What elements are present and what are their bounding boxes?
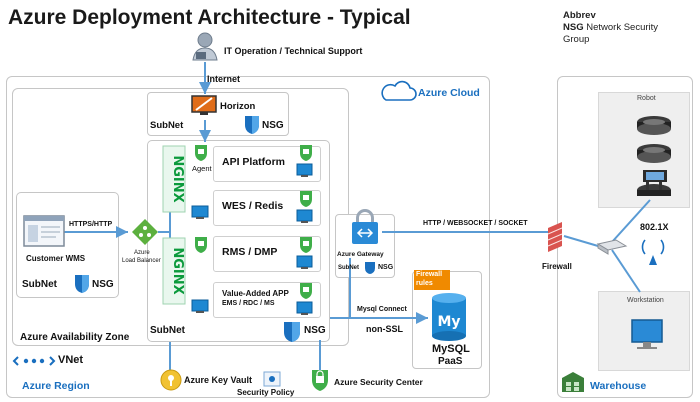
security-policy-label: Security Policy bbox=[237, 388, 295, 397]
router-icon bbox=[596, 239, 628, 255]
nginx-logo-icon: NGINX bbox=[162, 237, 186, 305]
non-ssl-label: non-SSL bbox=[366, 324, 403, 334]
https-label: HTTPS/HTTP bbox=[69, 221, 113, 228]
rms-dmp-label: RMS / DMP bbox=[222, 246, 278, 258]
horizon-label: Horizon bbox=[220, 101, 256, 112]
vm-icon bbox=[296, 163, 313, 177]
key-vault-icon bbox=[160, 369, 182, 391]
wifi-label: 802.1X bbox=[640, 222, 669, 232]
nsg-shield-icon bbox=[365, 262, 375, 274]
gateway-subnet-label: SubNet bbox=[338, 265, 359, 271]
firewall-icon bbox=[547, 222, 563, 252]
agent-label: Agent bbox=[192, 164, 212, 173]
abbrev-value-2: Group bbox=[563, 34, 590, 45]
app-nsg-label: NSG bbox=[304, 325, 326, 336]
customer-wms-label: Customer WMS bbox=[26, 254, 86, 263]
page-title: Azure Deployment Architecture - Typical bbox=[8, 6, 411, 29]
horizon-icon bbox=[191, 95, 217, 115]
wes-redis-label: WES / Redis bbox=[222, 200, 284, 212]
robot-icon bbox=[637, 170, 671, 196]
abbrev-heading: Abbrev bbox=[563, 10, 596, 21]
firewall-rules-label-1: Firewall bbox=[416, 271, 443, 278]
nsg-shield-icon bbox=[284, 322, 300, 342]
protocol-label: HTTP / WEBSOCKET / SOCKET bbox=[423, 220, 528, 227]
svg-text:NGINX: NGINX bbox=[170, 247, 185, 294]
robot-icon bbox=[637, 144, 671, 163]
app-subnet-label: SubNet bbox=[150, 325, 185, 336]
robot-label: Robot bbox=[637, 95, 656, 102]
vm-icon bbox=[296, 301, 313, 315]
customer-wms-icon bbox=[23, 215, 65, 247]
horizon-nsg-label: NSG bbox=[262, 120, 284, 131]
value-added-app-sub: EMS / RDC / MS bbox=[222, 300, 275, 307]
nginx-logo-icon: NGINX bbox=[162, 145, 186, 213]
robot-icon bbox=[637, 116, 671, 135]
security-center-icon bbox=[312, 370, 328, 391]
availability-zone-label: Azure Availability Zone bbox=[20, 332, 130, 343]
load-balancer-icon bbox=[132, 219, 158, 245]
key-vault-label: Azure Key Vault bbox=[184, 375, 253, 385]
vm-icon bbox=[191, 299, 209, 313]
value-added-app-label: Value-Added APP bbox=[222, 289, 289, 298]
warehouse-label: Warehouse bbox=[590, 380, 647, 392]
vnet-icon bbox=[12, 356, 56, 366]
abbrev-key: NSG bbox=[563, 22, 584, 33]
api-platform-label: API Platform bbox=[222, 156, 286, 168]
cloud-icon bbox=[381, 80, 417, 101]
gateway-icon bbox=[352, 209, 378, 244]
workstation-label: Workstation bbox=[627, 297, 664, 304]
firewall-label: Firewall bbox=[542, 262, 572, 271]
mysql-label: MySQL bbox=[432, 343, 470, 355]
abbrev-legend: Abbrev NSG Network Security Group bbox=[563, 10, 658, 46]
horizon-subnet-label: SubNet bbox=[150, 120, 184, 131]
nsg-shield-icon bbox=[75, 275, 89, 293]
abbrev-value-1: Network Security bbox=[586, 22, 659, 33]
firewall-rules-label-2: rules bbox=[416, 280, 433, 287]
firewall-rules-tag bbox=[414, 270, 450, 290]
svg-text:My: My bbox=[437, 314, 460, 330]
horizon-subnet-box bbox=[147, 92, 289, 136]
mysql-icon: My bbox=[432, 293, 466, 341]
lock-shield-icon bbox=[195, 145, 207, 161]
vm-icon bbox=[191, 205, 209, 219]
customer-subnet-label: SubNet bbox=[22, 279, 57, 290]
lock-shield-icon bbox=[195, 237, 207, 253]
lock-shield-icon bbox=[300, 191, 312, 207]
azure-cloud-label: Azure Cloud bbox=[418, 87, 480, 99]
lock-shield-icon bbox=[300, 237, 312, 253]
support-person-icon bbox=[192, 32, 218, 61]
support-label: IT Operation / Technical Support bbox=[224, 46, 363, 56]
lock-shield-icon bbox=[300, 145, 312, 161]
vm-icon bbox=[296, 255, 313, 269]
vm-icon bbox=[296, 209, 313, 223]
lock-shield-icon bbox=[300, 283, 312, 299]
load-balancer-label-1: Azure bbox=[134, 250, 150, 256]
mysql-paas-label: PaaS bbox=[438, 356, 463, 367]
gateway-label: Azure Gateway bbox=[337, 251, 384, 258]
workstation-icon bbox=[631, 319, 663, 349]
load-balancer-label-2: Load Balancer bbox=[122, 258, 161, 264]
internet-label: Internet bbox=[207, 74, 241, 84]
svg-text:NGINX: NGINX bbox=[170, 155, 185, 202]
warehouse-icon bbox=[562, 372, 584, 392]
azure-region-label: Azure Region bbox=[22, 380, 90, 392]
security-policy-icon bbox=[263, 371, 281, 387]
gateway-nsg-label: NSG bbox=[378, 264, 394, 271]
vnet-label: VNet bbox=[58, 354, 84, 366]
security-center-label: Azure Security Center bbox=[334, 377, 423, 387]
mysql-connect-label: Mysql Connect bbox=[357, 306, 407, 313]
nsg-shield-icon bbox=[245, 116, 259, 134]
customer-nsg-label: NSG bbox=[92, 279, 114, 290]
wifi-antenna-icon bbox=[641, 239, 665, 265]
